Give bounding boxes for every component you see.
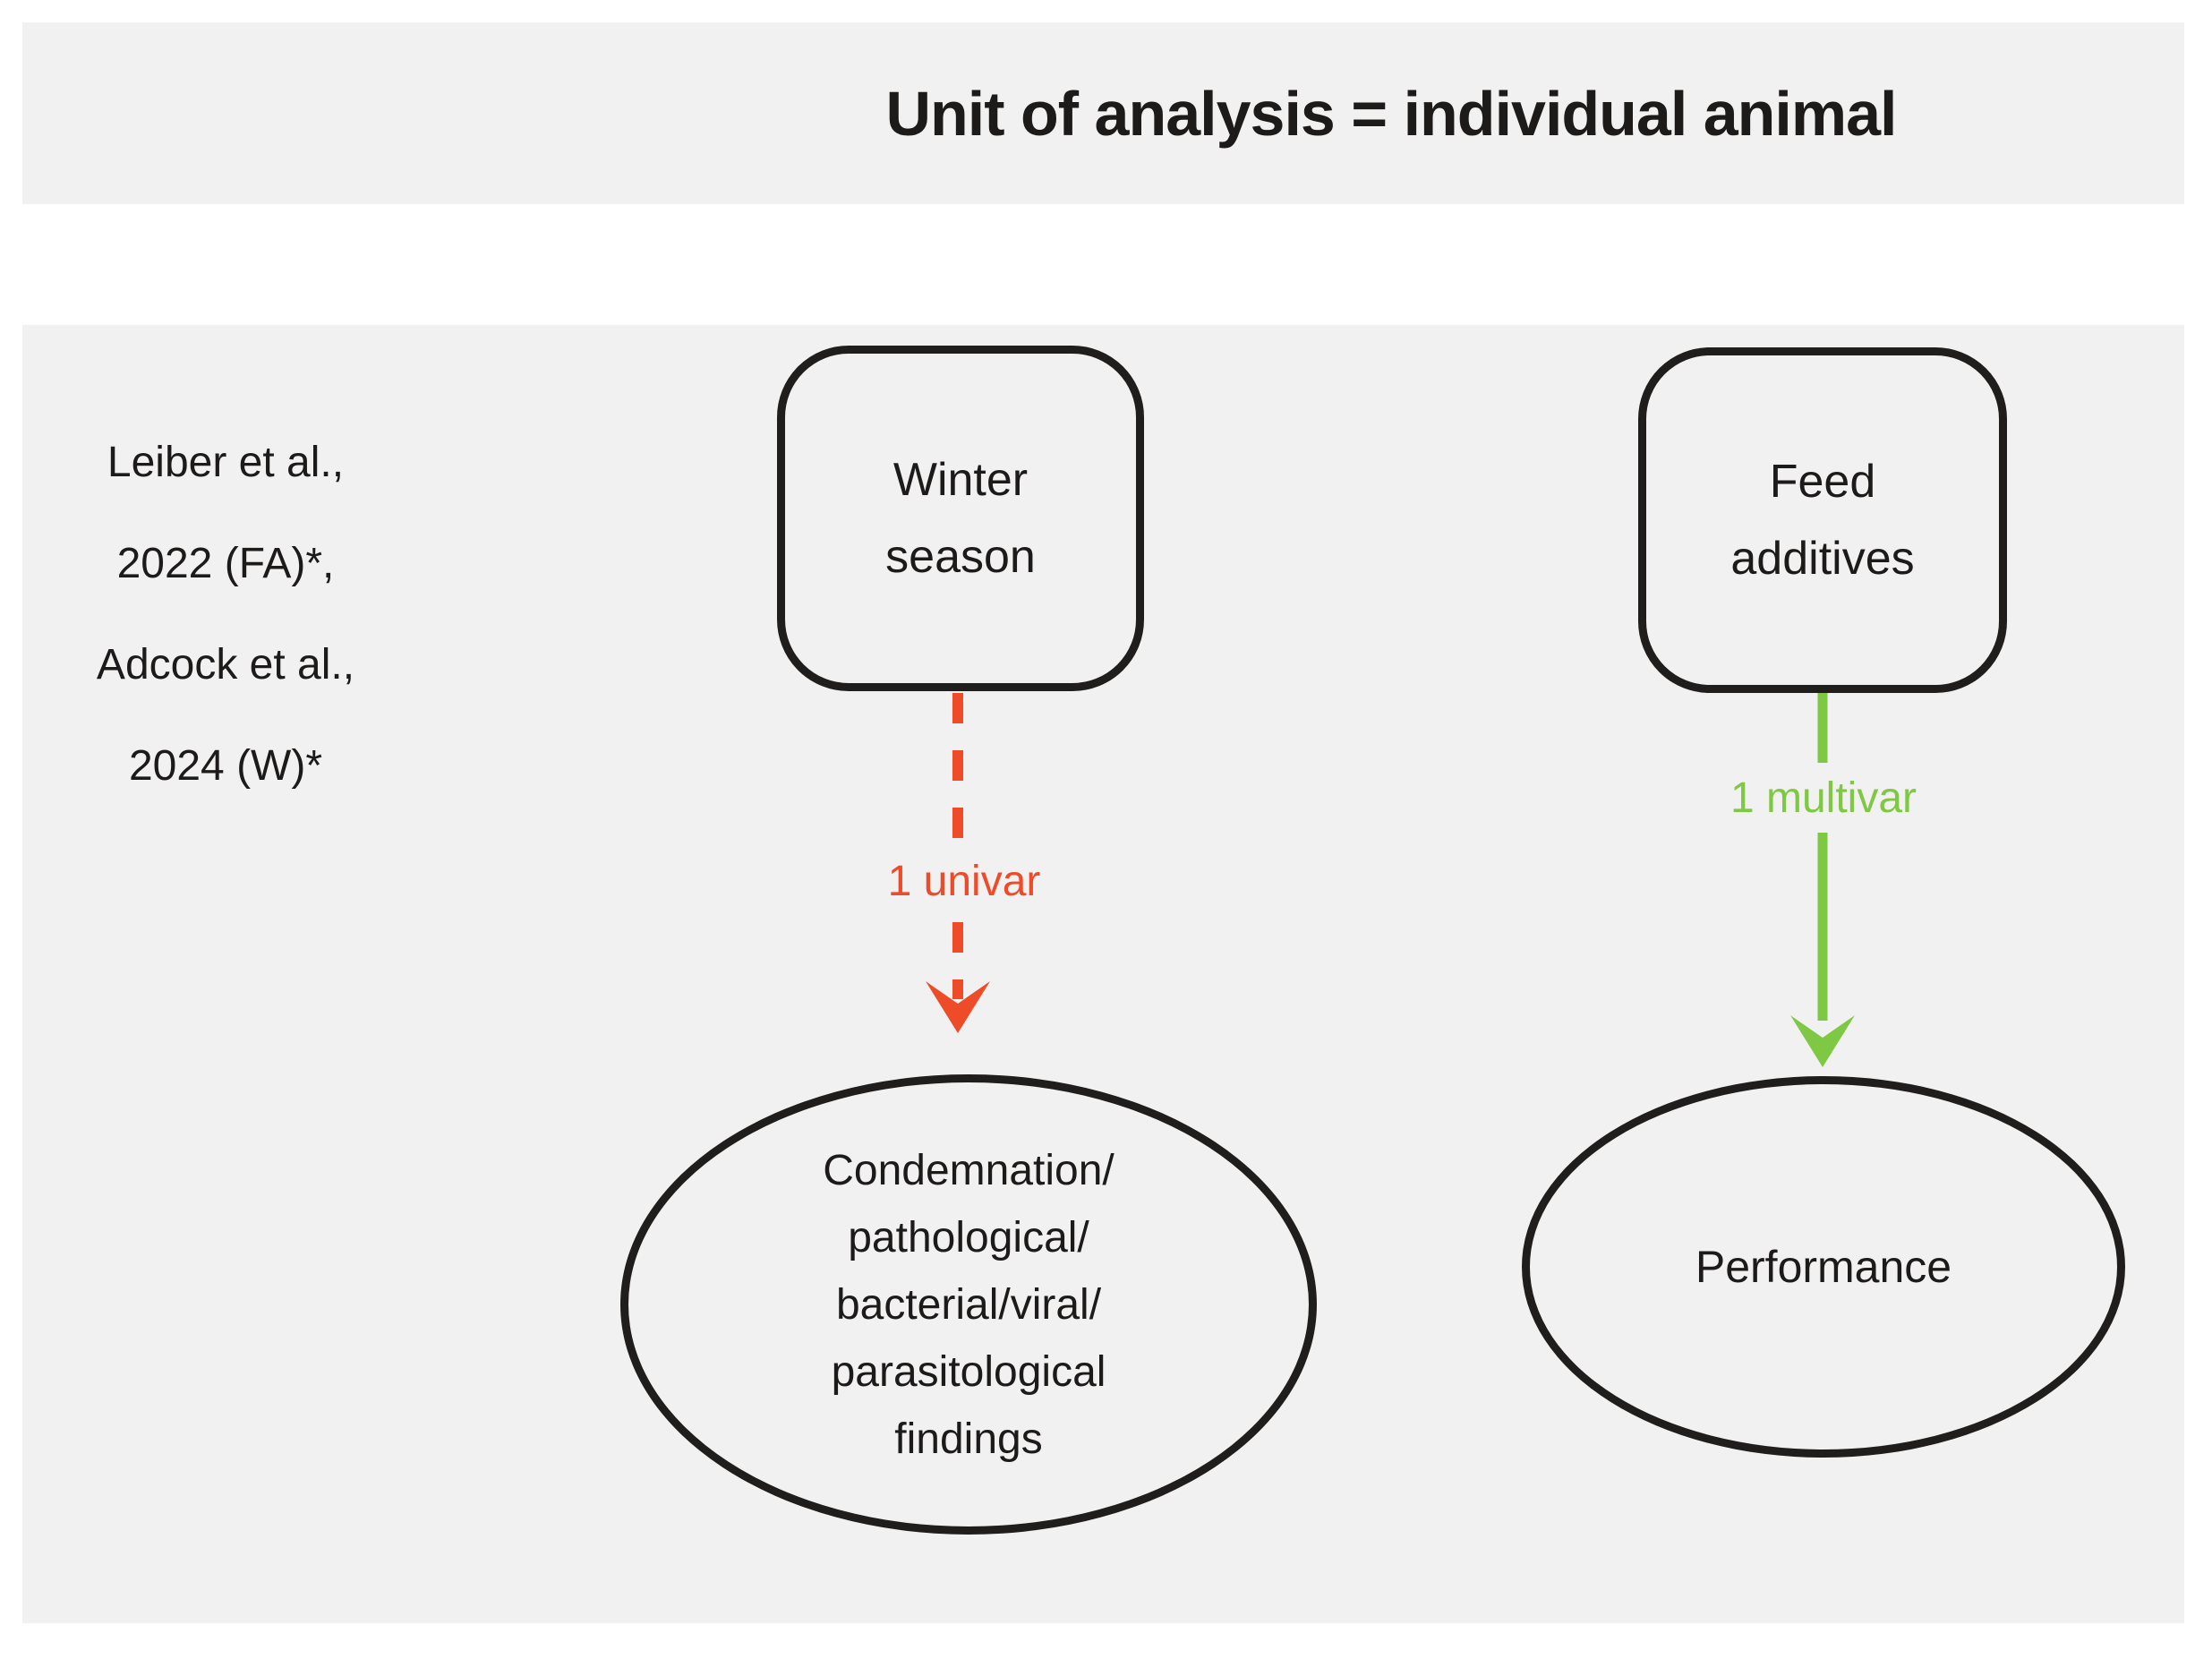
citation-line: Adcock et al., [96, 641, 355, 688]
condemnation-findings-node: Condemnation/ pathological/ bacterial/vi… [620, 1074, 1317, 1535]
winter-season-label-line: season [885, 531, 1036, 583]
citation-line: 2022 (FA)*, [116, 540, 335, 587]
performance-node: Performance [1522, 1076, 2125, 1458]
header-band [22, 22, 2184, 204]
condemnation-label-line: pathological/ [848, 1213, 1089, 1261]
page-title: Unit of analysis = individual animal [885, 78, 1897, 149]
feed-additives-label-line: Feed [1769, 456, 1876, 508]
citation-line: Leiber et al., [107, 439, 345, 486]
condemnation-label-line: findings [894, 1415, 1043, 1463]
feed-additives-node: Feed additives [1638, 347, 2007, 693]
condemnation-label-line: bacterial/viral/ [835, 1280, 1102, 1329]
condemnation-label-line: parasitological [831, 1347, 1106, 1396]
winter-season-node: Winter season [777, 346, 1144, 691]
citation-line: 2024 (W)* [128, 742, 323, 790]
feed-additives-label-line: additives [1730, 533, 1915, 585]
winter-season-label-line: Winter [892, 454, 1029, 506]
condemnation-label-line: Condemnation/ [823, 1146, 1115, 1194]
performance-label: Performance [1695, 1242, 1952, 1292]
citation-block: Leiber et al., 2022 (FA)*, Adcock et al.… [47, 412, 405, 817]
